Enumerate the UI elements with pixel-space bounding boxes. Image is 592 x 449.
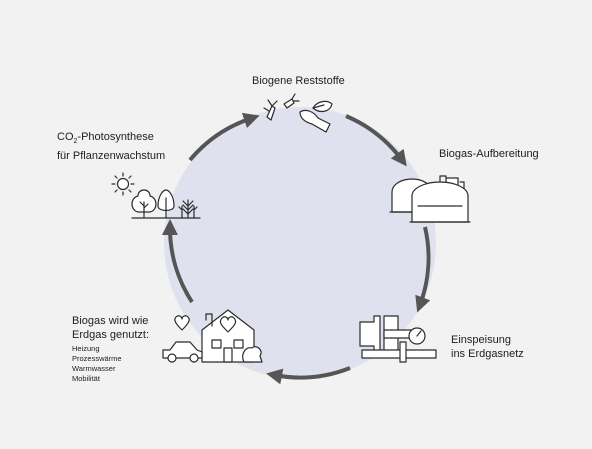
use-item: Mobilität bbox=[72, 374, 100, 383]
co2-subscript: 2 bbox=[73, 138, 78, 146]
label-photosynthese-line1: CO2-Photosynthese bbox=[57, 130, 165, 149]
label-einspeisung-line2: ins Erdgasnetz bbox=[451, 348, 524, 360]
arrow-aufbereitung-to-einspeisung bbox=[415, 226, 431, 313]
use-item: Prozesswärme bbox=[72, 354, 122, 363]
label-biogas-aufbereitung: Biogas-Aufbereitung bbox=[439, 148, 539, 160]
arrow-reststoffe-to-aufbereitung bbox=[345, 114, 407, 167]
gas-tank-icon bbox=[389, 175, 471, 223]
label-biogene-reststoffe: Biogene Reststoffe bbox=[252, 75, 345, 87]
house-car-icon bbox=[162, 309, 263, 363]
photosynthese-text: -Photosynthese bbox=[77, 131, 154, 143]
plant-residue-icon bbox=[263, 93, 333, 133]
label-einspeisung-line1: Einspeisung bbox=[451, 334, 511, 346]
label-einspeisung: Einspeisung ins Erdgasnetz bbox=[451, 333, 524, 361]
arrow-nutzung-to-photosynthese bbox=[161, 219, 194, 304]
uses-list: Heizung Prozesswärme Warmwasser Mobilitä… bbox=[72, 344, 122, 384]
co2-text: CO bbox=[57, 131, 74, 143]
arrow-einspeisung-to-nutzung bbox=[266, 366, 351, 385]
arrow-photosynthese-to-reststoffe bbox=[188, 112, 260, 162]
label-nutzung-line1: Biogas wird wie bbox=[72, 315, 149, 327]
cycle-background bbox=[164, 107, 436, 379]
label-nutzung-line2: Erdgas genutzt: bbox=[72, 329, 150, 341]
cycle-arrows bbox=[161, 112, 431, 385]
use-item: Heizung bbox=[72, 344, 100, 353]
label-photosynthese: CO2-Photosynthese für Pflanzenwachstum bbox=[57, 130, 165, 163]
sun-trees-icon bbox=[111, 172, 201, 219]
label-photosynthese-line2: für Pflanzenwachstum bbox=[57, 150, 166, 163]
pipeline-gauge-icon bbox=[359, 315, 437, 363]
label-nutzung: Biogas wird wie Erdgas genutzt: bbox=[72, 314, 149, 342]
use-item: Warmwasser bbox=[72, 364, 116, 373]
